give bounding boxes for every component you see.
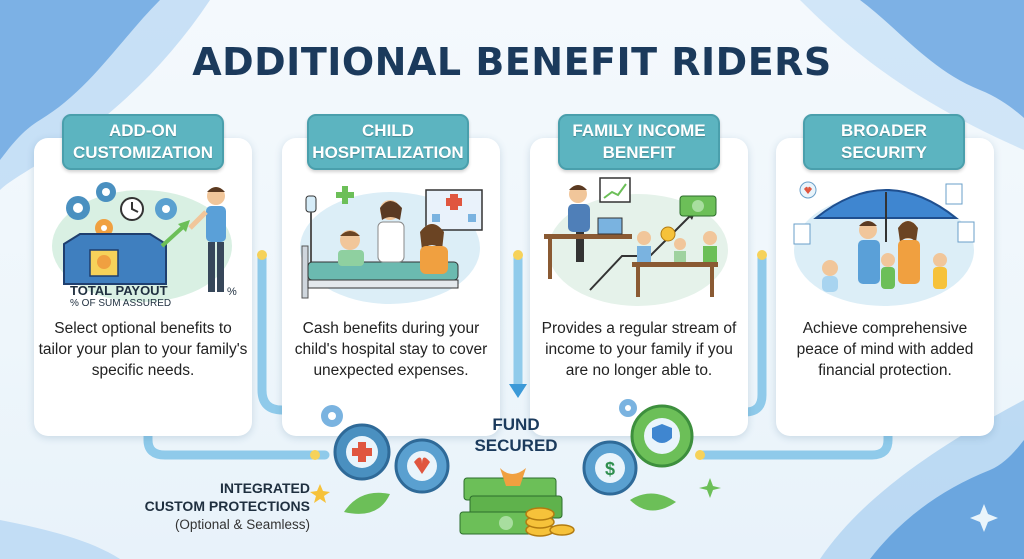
total-payout-label: TOTAL PAYOUT xyxy=(70,283,168,298)
sum-assured-label: % OF SUM ASSURED xyxy=(70,298,172,309)
arrow-down-fund xyxy=(509,384,527,398)
optional-seamless-label: (Optional & Seamless) xyxy=(174,517,310,532)
custom-protections-label: CUSTOM PROTECTIONS xyxy=(144,498,310,514)
gear-icon xyxy=(321,405,343,427)
desk-worker xyxy=(544,185,632,279)
umbrella-icon xyxy=(813,189,959,242)
integrated-label: INTEGRATED xyxy=(220,480,310,496)
gear-icon xyxy=(333,423,391,481)
hospital-icon xyxy=(425,189,483,231)
gear-icon xyxy=(619,399,637,417)
hospitalization-illustration xyxy=(300,186,483,304)
leaf-icon xyxy=(630,493,676,511)
coin-icon xyxy=(525,507,575,537)
money-icon xyxy=(660,195,717,242)
sparkle-icon xyxy=(970,504,998,532)
customization-illustration xyxy=(52,182,232,302)
gear-icon xyxy=(630,404,694,468)
medical-cross-icon xyxy=(336,186,354,204)
gear-icon xyxy=(66,196,90,220)
medical-cross-icon xyxy=(352,442,372,462)
page-title: ADDITIONAL BENEFIT RIDERS xyxy=(192,40,832,84)
chart-icon xyxy=(599,177,631,203)
description-family-income-benefit: Provides a regular stream of income to y… xyxy=(541,320,737,379)
laptop-icon xyxy=(597,217,623,235)
fund-secured-label: FUND SECURED xyxy=(474,415,558,455)
security-illustration xyxy=(793,181,975,306)
header-family-income-benefit: FAMILY INCOME BENEFIT xyxy=(558,114,720,170)
payout-percent: % xyxy=(227,286,237,298)
doctor-figure xyxy=(377,200,405,263)
dollar-icon: $ xyxy=(605,459,615,479)
gear-icon xyxy=(155,198,177,220)
family-at-table xyxy=(632,231,718,297)
gear-icon xyxy=(394,438,450,494)
header-child-hospitalization: CHILD HOSPITALIZATION xyxy=(307,114,469,170)
family-income-illustration xyxy=(544,177,728,306)
person-figure xyxy=(188,187,226,292)
gear-icon xyxy=(95,219,113,237)
header-add-on-customization: ADD-ON CUSTOMIZATION xyxy=(62,114,224,170)
heart-icon xyxy=(414,457,430,474)
parent-figure xyxy=(420,224,448,274)
heart-icon xyxy=(799,181,817,199)
shield-check-icon xyxy=(652,424,672,443)
description-add-on-customization: Select optional benefits to tailor your … xyxy=(38,320,248,379)
sparkle-icon xyxy=(699,478,721,498)
header-broader-security: BROADER SECURITY xyxy=(803,114,965,170)
gear-icon: $ xyxy=(582,440,638,496)
sparkle-icon xyxy=(310,484,330,503)
description-broader-security: Achieve comprehensive peace of mind with… xyxy=(796,320,974,379)
leaf-icon xyxy=(344,492,390,514)
family-figures xyxy=(822,221,947,292)
gear-icon xyxy=(96,182,116,202)
clock-icon xyxy=(120,197,144,221)
description-child-hospitalization: Cash benefits during your child's hospit… xyxy=(294,320,488,379)
